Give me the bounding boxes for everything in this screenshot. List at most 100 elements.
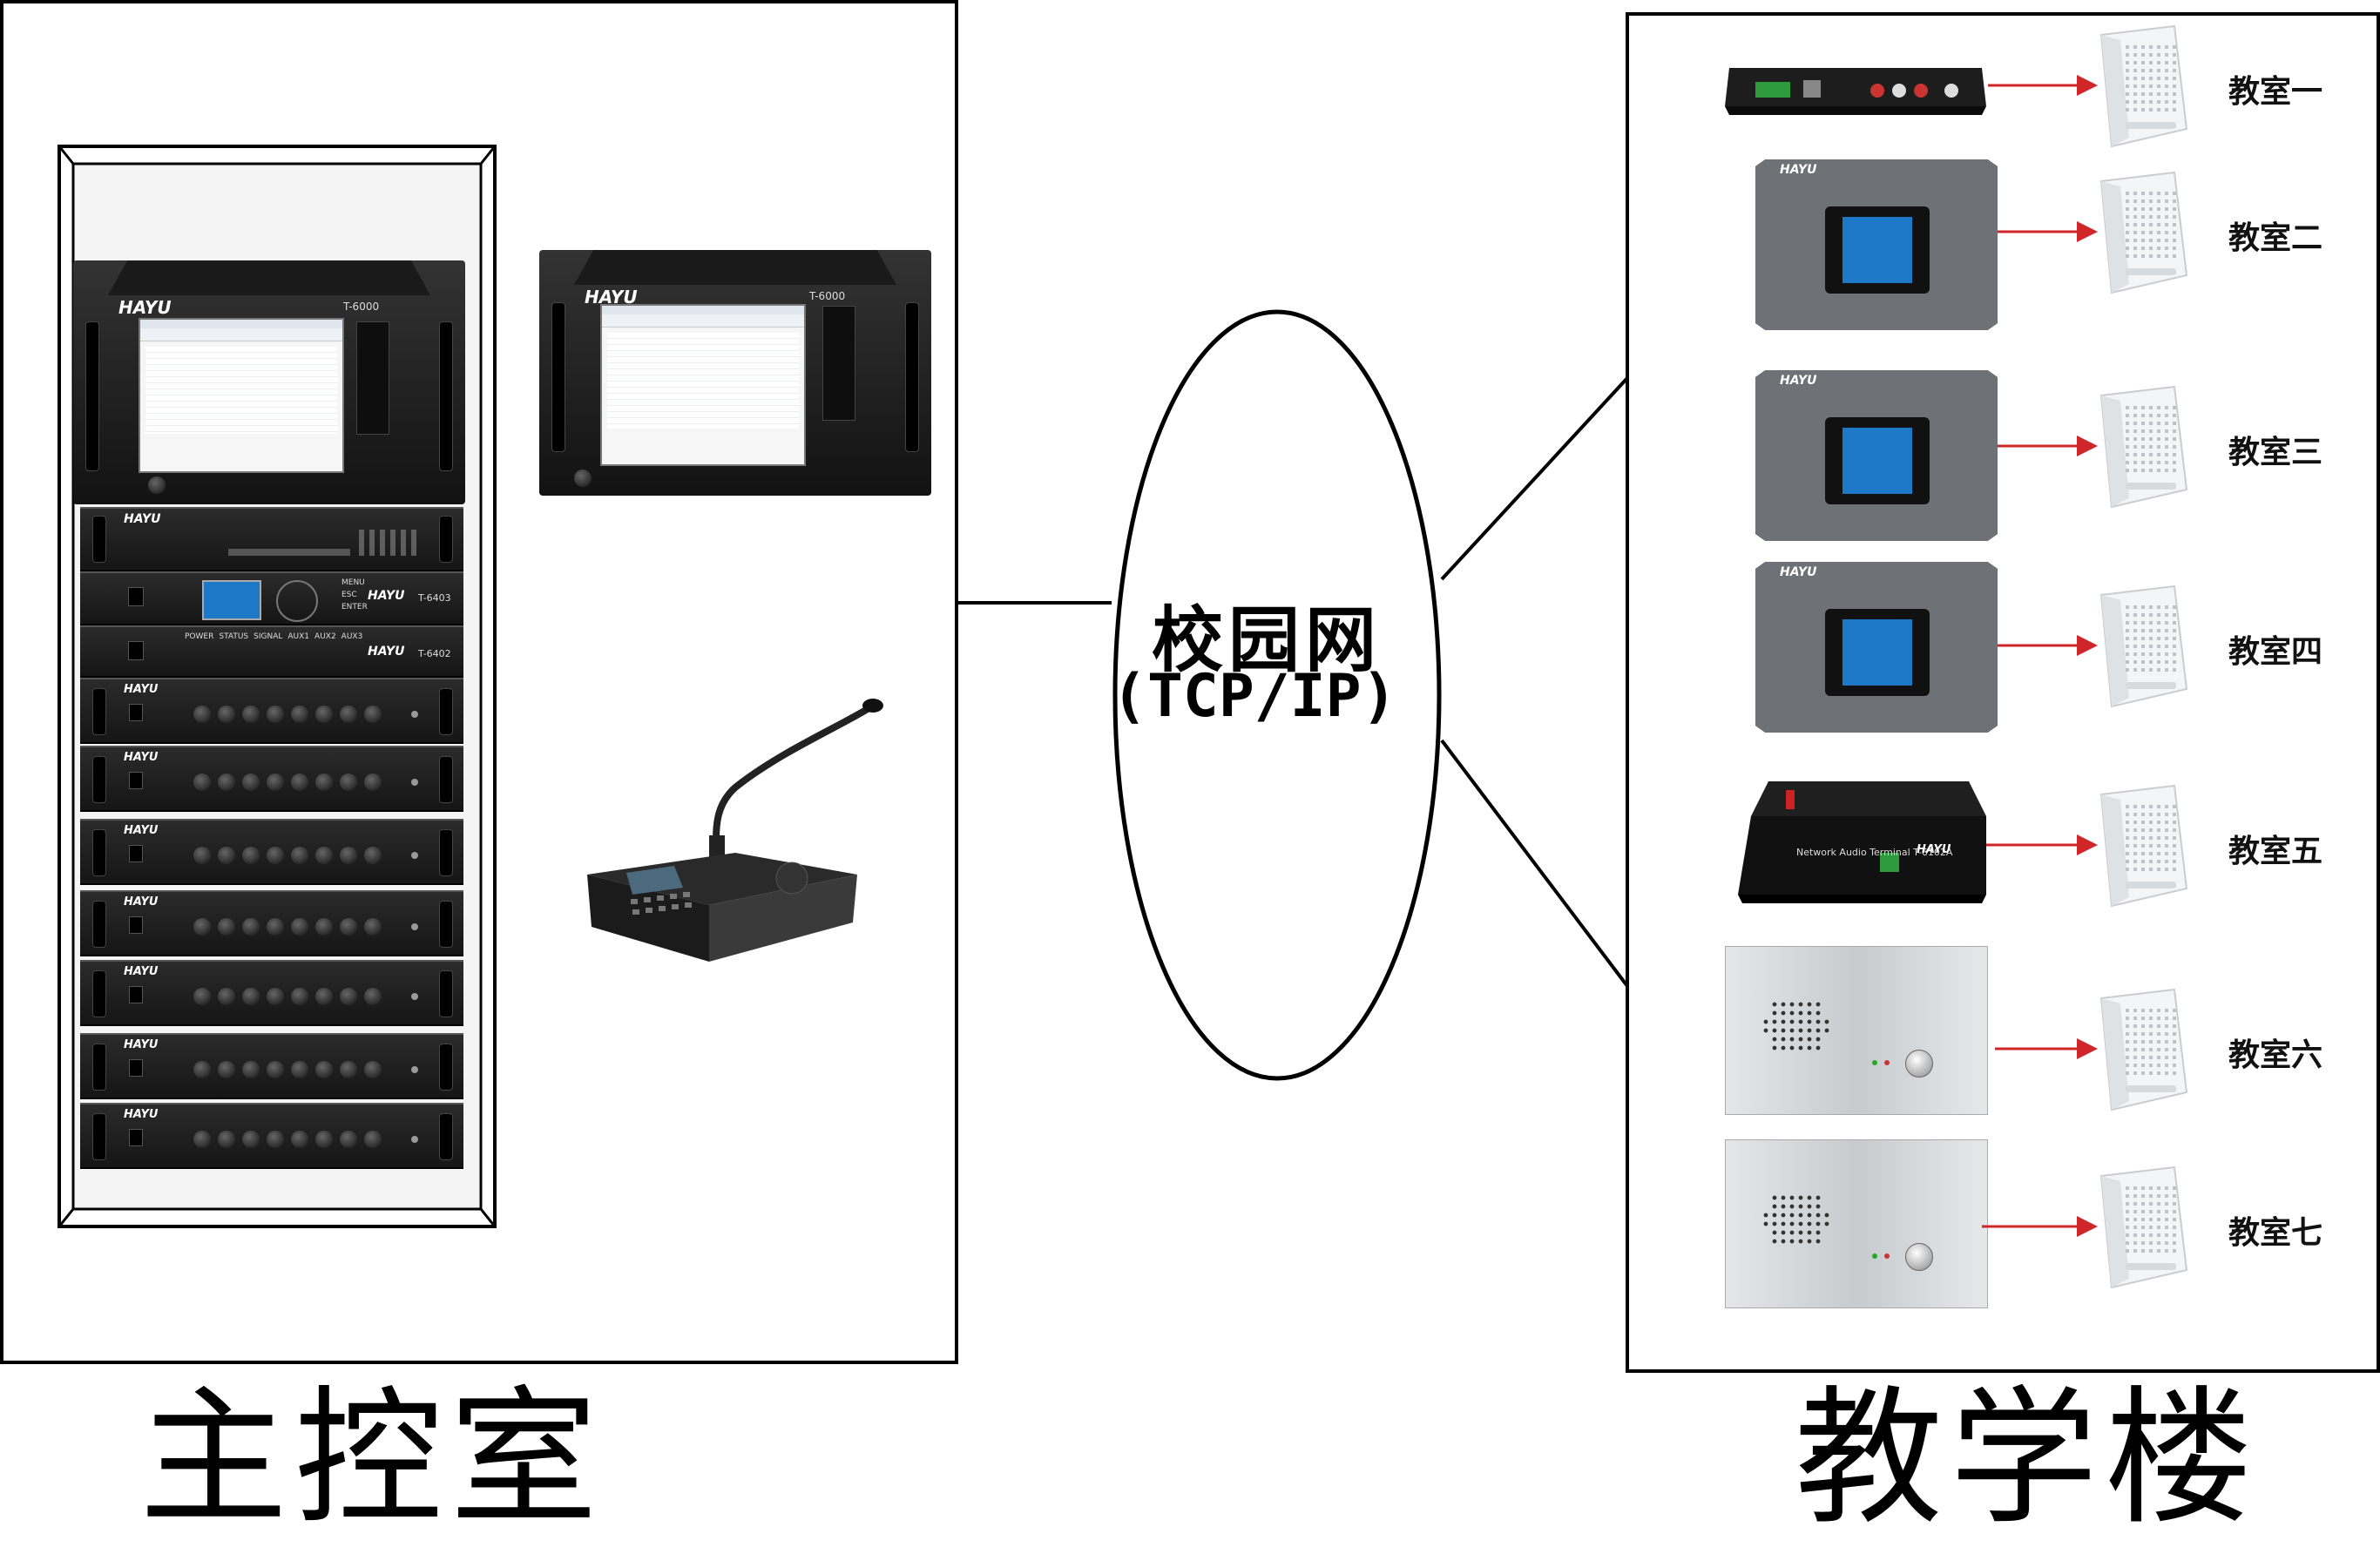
amplifier-knob[interactable] (218, 1061, 235, 1078)
amplifier-knob[interactable] (364, 774, 382, 791)
amplifier-brand: HAYU (124, 965, 159, 978)
amplifier-knob[interactable] (193, 1131, 211, 1148)
amplifier-knob[interactable] (218, 918, 235, 936)
main-control-room-panel: HAYU T-6000 HAYU T-6000 HAYU (0, 0, 958, 1364)
amplifier-knob[interactable] (340, 847, 357, 864)
amplifier-knob[interactable] (193, 774, 211, 791)
amplifier-knob[interactable] (315, 774, 333, 791)
amplifier-knob[interactable] (242, 918, 260, 936)
amplifier-knob[interactable] (267, 988, 284, 1005)
amplifier-knob[interactable] (315, 1061, 333, 1078)
amplifier-knob[interactable] (291, 918, 308, 936)
amplifier-knob[interactable] (267, 847, 284, 864)
amplifier-knob[interactable] (315, 706, 333, 723)
classroom-label: 教室六 (2228, 1037, 2323, 1073)
classroom-device-4-wall-panel: HAYU (1755, 562, 1998, 733)
amplifier-knob[interactable] (340, 774, 357, 791)
wall-speaker-icon (2099, 584, 2188, 708)
drive-slot (356, 321, 389, 435)
desktop-server-knob (574, 470, 592, 487)
amplifier-knob[interactable] (291, 706, 308, 723)
amplifier-knob[interactable] (242, 1061, 260, 1078)
amplifier-knob[interactable] (340, 1061, 357, 1078)
amplifier-knob[interactable] (218, 988, 235, 1005)
amplifier-knob[interactable] (364, 1131, 382, 1148)
amplifier-knob[interactable] (193, 706, 211, 723)
amplifier-knob[interactable] (291, 774, 308, 791)
amplifier-knob[interactable] (267, 1061, 284, 1078)
amplifier-knob[interactable] (364, 918, 382, 936)
amplifier-knob[interactable] (193, 1061, 211, 1078)
classroom-label: 教室四 (2228, 634, 2323, 670)
amplifier-knob[interactable] (242, 847, 260, 864)
amplifier-knob[interactable] (242, 1131, 260, 1148)
amplifier-knob[interactable] (218, 706, 235, 723)
server-screen (139, 318, 344, 473)
amplifier-knob[interactable] (218, 847, 235, 864)
rack-unit-amplifier: HAYU (80, 960, 463, 1026)
classroom-label: 教室一 (2228, 74, 2323, 110)
rack-server-model: T-6000 (343, 301, 380, 313)
server-knob (148, 476, 166, 494)
network-name-label: 校园网 (1152, 599, 1383, 682)
amplifier-knob[interactable] (267, 918, 284, 936)
amplifier-knob[interactable] (315, 1131, 333, 1148)
wall-speaker-icon (2099, 24, 2188, 148)
amplifier-knob[interactable] (340, 1131, 357, 1148)
amplifier-knob[interactable] (267, 706, 284, 723)
wall-speaker-icon (2099, 385, 2188, 509)
amplifier-knob[interactable] (315, 847, 333, 864)
intercom-call-button[interactable] (1905, 1243, 1933, 1271)
paging-microphone (587, 699, 883, 962)
amplifier-knob[interactable] (242, 706, 260, 723)
amplifier-knob[interactable] (364, 988, 382, 1005)
rack-unit-amplifier: HAYU (80, 1033, 463, 1099)
t6403-model: T-6403 (418, 592, 451, 604)
amplifier-knob[interactable] (340, 918, 357, 936)
amplifier-knob[interactable] (315, 988, 333, 1005)
t6403-dpad (276, 580, 318, 622)
amplifier-knob[interactable] (193, 918, 211, 936)
amplifier-knob[interactable] (267, 774, 284, 791)
wall-speaker-icon (2099, 171, 2188, 294)
rack-handle-right (439, 321, 453, 471)
t6403-blue-screen (202, 580, 261, 620)
amplifier-knob[interactable] (242, 988, 260, 1005)
wall-panel-brand: HAYU (1780, 163, 1817, 177)
amplifier-knob[interactable] (193, 847, 211, 864)
amplifier-brand: HAYU (124, 824, 159, 837)
desktop-drive-slot (822, 306, 855, 421)
rack-unit-t6402: POWER STATUS SIGNAL AUX1 AUX2 AUX3 HAYU … (80, 625, 463, 678)
amplifier-knob[interactable] (315, 918, 333, 936)
classroom-device-5-net-terminal (1738, 781, 1986, 903)
classroom-device-1-terminal (1725, 68, 1986, 115)
rack-unit-amplifier: HAYU (80, 678, 463, 744)
amplifier-knob[interactable] (364, 706, 382, 723)
amplifier-knob[interactable] (340, 988, 357, 1005)
amplifier-knob[interactable] (193, 988, 211, 1005)
classroom-label: 教室五 (2228, 834, 2323, 869)
amplifier-brand: HAYU (124, 1108, 159, 1121)
amplifier-knob[interactable] (364, 1061, 382, 1078)
rack-handle-left (85, 321, 99, 471)
amplifier-knob[interactable] (340, 706, 357, 723)
amplifier-knob[interactable] (291, 847, 308, 864)
wall-panel-brand: HAYU (1780, 374, 1817, 388)
rack-server-unit: HAYU T-6000 (73, 260, 465, 504)
rack-unit-amplifier: HAYU (80, 746, 463, 812)
amplifier-knob[interactable] (218, 1131, 235, 1148)
classroom-device-6-intercom-panel (1725, 946, 1988, 1115)
amplifier-knob[interactable] (218, 774, 235, 791)
amplifier-knob[interactable] (242, 774, 260, 791)
t6403-brand: HAYU (368, 589, 405, 603)
intercom-call-button[interactable] (1905, 1050, 1933, 1078)
amplifier-knob[interactable] (291, 1061, 308, 1078)
amplifier-knob[interactable] (267, 1131, 284, 1148)
amplifier-knob[interactable] (291, 1131, 308, 1148)
classroom-device-3-wall-panel: HAYU (1755, 370, 1998, 541)
classroom-device-2-wall-panel: HAYU (1755, 159, 1998, 330)
amplifier-knob[interactable] (291, 988, 308, 1005)
t6403-enter-label: ENTER (341, 603, 368, 611)
amplifier-knob[interactable] (364, 847, 382, 864)
